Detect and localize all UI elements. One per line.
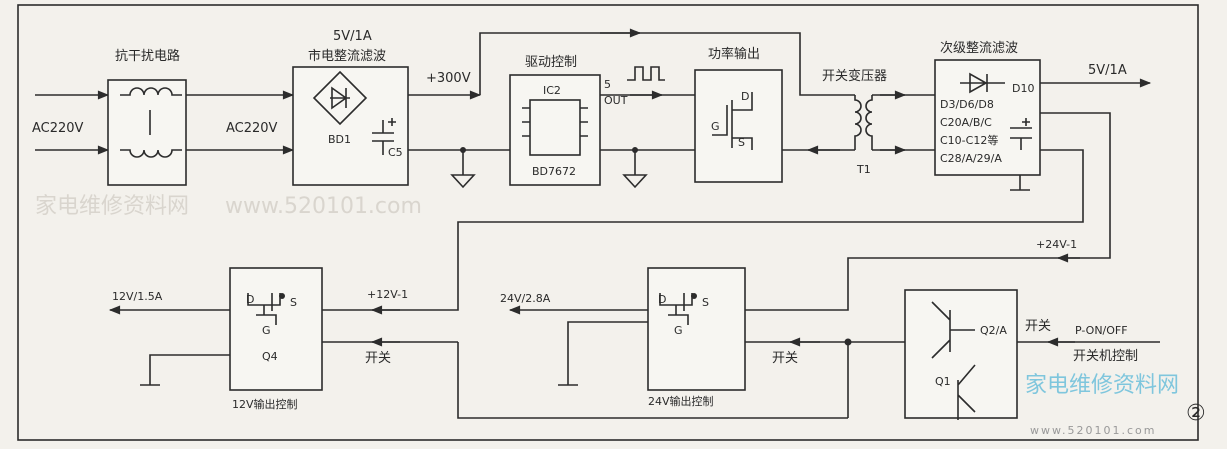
wire [934,59,1041,176]
pin-g: G [674,324,683,337]
transformer-title: 开关变压器 [822,68,887,84]
secondary-part: C10-C12等 [940,133,998,147]
out12-block: D G S Q4 12V输出控制 12V/1.5A 开关 [108,267,848,419]
pin-s: S [702,296,709,309]
out-5v-label: 5V/1A [1088,63,1127,78]
mosfet-icon [712,92,753,150]
wire [694,69,783,183]
wire [457,342,848,419]
q2-ref: Q2/A [980,324,1007,337]
wire [691,293,697,299]
transformer-block: 开关变压器 T1 [822,68,935,176]
pin-g: G [262,324,271,337]
figure-number: ② [1186,401,1206,426]
wire [647,267,746,391]
watermark-site-name: 家电维修资料网 [35,194,189,219]
emi-filter-title: 抗干扰电路 [115,48,180,64]
switch-label: 开关 [1025,319,1051,334]
transformer-icon [854,95,862,150]
out12-title: 12V输出控制 [232,397,298,411]
mosfet-icon [247,293,281,325]
wire [292,66,409,186]
hv-dc-label: +300V [426,71,471,86]
wire [330,86,350,110]
ground-icon [558,321,648,386]
ground-icon [622,150,648,189]
out-24v-label: 24V/2.8A [500,292,551,305]
pin-s: S [290,296,297,309]
ground-icon [450,150,476,189]
ac-input-label: AC220V [32,121,84,136]
out12-ref: Q4 [262,350,278,363]
rectifier-rating: 5V/1A [333,29,372,44]
pin-d: D [741,90,749,103]
wire [522,107,588,137]
capacitor-icon [372,118,396,155]
wire [229,267,323,391]
transistor-icon [931,301,975,359]
secondary-part: D3/D6/D8 [940,98,994,111]
out24-title: 24V输出控制 [648,394,714,408]
inductor-icon [120,149,182,158]
bridge-rectifier-icon [312,70,368,126]
power-out-title: 功率输出 [708,46,760,62]
v24-1-label: +24V-1 [1036,238,1077,251]
ic-part: BD7672 [532,165,576,178]
mosfet-icon [659,293,693,325]
emi-filter-block: AC220V 抗干扰电路 AC220V [32,48,295,186]
diode-ref: D10 [1012,82,1034,95]
power-output-block: 功率输出 D G S [694,46,855,183]
pulse-waveform-icon [627,66,665,81]
p-on-off-desc: 开关机控制 [1073,349,1138,364]
ic-chip-icon [529,99,581,156]
transformer-ref: T1 [856,163,871,176]
driver-block: 驱动控制 IC2 BD7672 5 OUT [509,55,695,189]
pin-s: S [738,136,745,149]
p-on-off-label: P-ON/OFF [1075,324,1128,337]
secondary-title: 次级整流滤波 [940,40,1018,56]
switch-label: 开关 [772,351,798,366]
wire [107,79,187,186]
wire [279,293,285,299]
diode-icon [960,72,1005,94]
ac-filtered-label: AC220V [226,121,278,136]
ground-icon [140,354,230,386]
pin-g: G [711,120,720,133]
secondary-part: C28/A/29/A [940,152,1002,165]
ground-icon [1010,175,1030,191]
switch-control-block: Q2/A Q1 开关 P-ON/OFF 开关机控制 [904,289,1160,420]
pin-d: D [658,293,666,306]
watermark: 家电维修资料网 www.520101.com 家电维修资料网 www.52010… [35,194,1179,437]
pin-name: OUT [604,94,628,107]
wire [865,95,873,150]
wire [509,74,601,186]
driver-title: 驱动控制 [525,55,577,70]
q1-ref: Q1 [935,375,951,388]
bridge-ref: BD1 [328,133,351,146]
rectifier-title: 市电整流滤波 [308,48,386,64]
wire [745,112,1111,311]
wire [322,149,1084,311]
secondary-rectifier-block: 次级整流滤波 D10 D3/D6/D8 C20A/B/C C10-C12等 C2… [322,40,1152,315]
wire [904,289,1018,419]
watermark-logo: 家电维修资料网 [1025,373,1179,398]
watermark-url: www.520101.com [1030,424,1156,437]
out-12v-label: 12V/1.5A [112,290,163,303]
pin-d: D [246,293,254,306]
ic-ref: IC2 [543,84,561,97]
watermark-url-large: www.520101.com [225,194,422,219]
v12-1-label: +12V-1 [367,288,408,301]
secondary-part: C20A/B/C [940,116,992,129]
wire [479,32,855,96]
capacitor-icon [1010,118,1032,150]
cap-ref: C5 [388,146,403,159]
rectifier-block: 5V/1A 市电整流滤波 BD1 C5 +300V [292,28,855,189]
switch-label: 开关 [365,351,391,366]
frame [17,4,1199,441]
transistor-icon [957,364,976,420]
inductor-icon [120,87,182,96]
pin-number: 5 [604,78,611,91]
out24-block: D G S 24V输出控制 24V/2.8A 开关 [500,267,905,418]
